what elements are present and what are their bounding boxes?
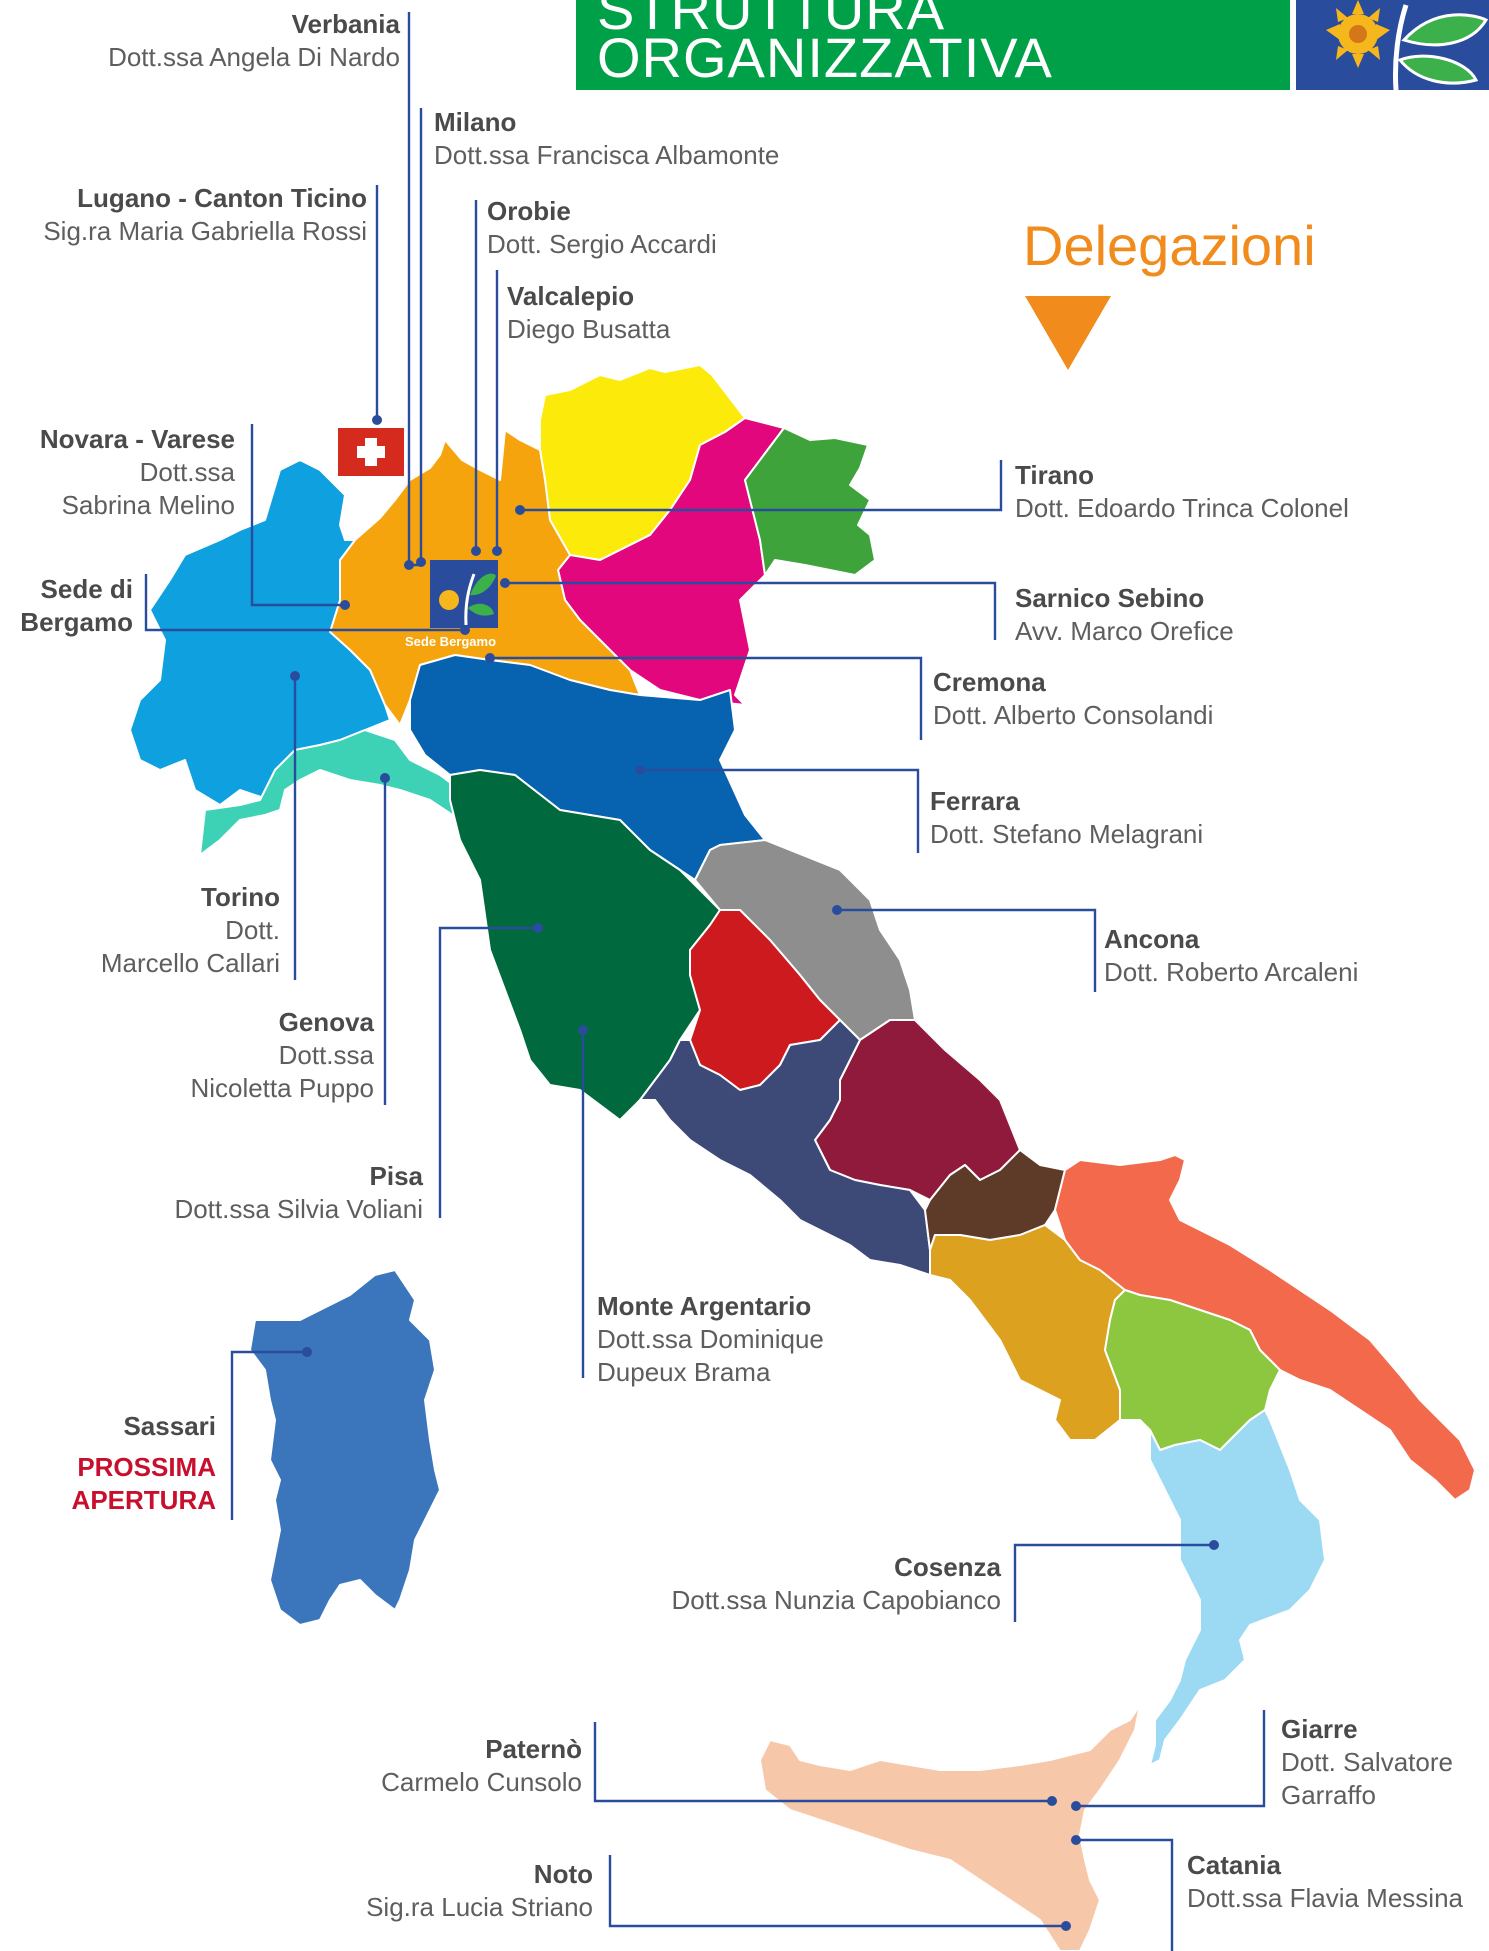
delegation-ancona: Ancona Dott. Roberto Arcaleni — [1104, 923, 1358, 989]
city-label: Cremona — [933, 667, 1046, 697]
region-friuli — [744, 427, 876, 576]
person-label: Nicoletta Puppo — [190, 1073, 374, 1103]
status-label: APERTURA — [71, 1485, 216, 1515]
swiss-flag-icon — [338, 428, 404, 476]
delegation-ferrara: Ferrara Dott. Stefano Melagrani — [930, 785, 1203, 851]
person-label: Dott. Alberto Consolandi — [933, 700, 1214, 730]
delegation-lugano: Lugano - Canton Ticino Sig.ra Maria Gabr… — [43, 182, 367, 248]
person-label: Sig.ra Maria Gabriella Rossi — [43, 216, 367, 246]
person-label: Dott.ssa — [139, 457, 235, 487]
delegation-noto: Noto Sig.ra Lucia Striano — [366, 1858, 593, 1924]
person-label: Dott. Sergio Accardi — [487, 229, 717, 259]
person-label: Garraffo — [1281, 1780, 1376, 1810]
person-label: Dott.ssa Francisca Albamonte — [434, 140, 780, 170]
delegation-catania: Catania Dott.ssa Flavia Messina — [1187, 1849, 1463, 1915]
person-label: Dott.ssa Dominique — [597, 1324, 824, 1354]
person-label: Dott.ssa Flavia Messina — [1187, 1883, 1463, 1913]
delegation-giarre: Giarre Dott. Salvatore Garraffo — [1281, 1713, 1453, 1812]
delegation-torino: Torino Dott. Marcello Callari — [101, 881, 280, 980]
person-label: Dott. Salvatore — [1281, 1747, 1453, 1777]
status-label: PROSSIMA — [77, 1452, 216, 1482]
person-label: Avv. Marco Orefice — [1015, 616, 1234, 646]
delegation-sede-bergamo: Sede di Bergamo — [20, 573, 133, 639]
city-label: Giarre — [1281, 1714, 1358, 1744]
headquarters-marker-label: Sede Bergamo — [405, 634, 497, 649]
city-label: Lugano - Canton Ticino — [77, 183, 367, 213]
delegation-tirano: Tirano Dott. Edoardo Trinca Colonel — [1015, 459, 1349, 525]
person-label: Dott.ssa Angela Di Nardo — [108, 42, 400, 72]
person-label: Dupeux Brama — [597, 1357, 771, 1387]
header-title-line1: STRUTTURA — [597, 0, 946, 41]
delegation-cremona: Cremona Dott. Alberto Consolandi — [933, 666, 1213, 732]
city-label: Verbania — [291, 9, 400, 39]
sunflower-logo-icon — [1296, 0, 1489, 90]
city-label: Milano — [434, 107, 517, 137]
delegation-milano: Milano Dott.ssa Francisca Albamonte — [434, 106, 779, 172]
person-label: Marcello Callari — [100, 948, 280, 978]
person-label: Sabrina Melino — [61, 490, 235, 520]
person-label: Sig.ra Lucia Striano — [366, 1892, 593, 1922]
delegation-novara-varese: Novara - Varese Dott.ssa Sabrina Melino — [40, 423, 235, 522]
city-label: Ferrara — [930, 786, 1020, 816]
city-label: Tirano — [1015, 460, 1094, 490]
delegation-genova: Genova Dott.ssa Nicoletta Puppo — [190, 1006, 374, 1105]
section-title: Delegazioni — [1023, 214, 1316, 277]
city-label: Orobie — [487, 196, 571, 226]
city-label: Novara - Varese — [39, 424, 235, 454]
delegation-verbania: Verbania Dott.ssa Angela Di Nardo — [108, 8, 400, 74]
city-label: Valcalepio — [507, 281, 635, 311]
delegation-pisa: Pisa Dott.ssa Silvia Voliani — [174, 1160, 423, 1226]
city-label: Sassari — [123, 1411, 216, 1441]
city-label: Pisa — [369, 1161, 424, 1191]
city-label: Monte Argentario — [597, 1291, 812, 1321]
delegation-cosenza: Cosenza Dott.ssa Nunzia Capobianco — [671, 1551, 1001, 1617]
person-label: Dott.ssa Nunzia Capobianco — [671, 1585, 1001, 1615]
city-label: Bergamo — [20, 607, 133, 637]
down-triangle-icon — [1025, 296, 1111, 370]
city-label: Genova — [278, 1007, 374, 1037]
bergamo-logo-icon — [430, 560, 498, 628]
person-label: Dott. — [225, 915, 280, 945]
region-calabria — [1149, 1409, 1326, 1766]
city-label: Cosenza — [894, 1552, 1001, 1582]
delegation-valcalepio: Valcalepio Diego Busatta — [507, 280, 670, 346]
header-bar — [576, 0, 1290, 90]
person-label: Carmelo Cunsolo — [381, 1767, 582, 1797]
person-label: Diego Busatta — [507, 314, 671, 344]
city-label: Sarnico Sebino — [1015, 583, 1205, 613]
city-label: Noto — [533, 1859, 593, 1889]
city-label: Torino — [201, 882, 280, 912]
region-lazio — [639, 1019, 931, 1276]
person-label: Dott. Roberto Arcaleni — [1104, 957, 1359, 987]
region-sicilia — [759, 1704, 1141, 1951]
header-title-line2: ORGANIZZATIVA — [597, 26, 1053, 89]
delegation-orobie: Orobie Dott. Sergio Accardi — [487, 195, 717, 261]
delegation-sassari: Sassari PROSSIMA APERTURA — [72, 1410, 216, 1517]
city-label: Paternò — [485, 1734, 582, 1764]
city-label: Sede di — [40, 574, 133, 604]
person-label: Dott.ssa — [278, 1040, 374, 1070]
delegation-sarnico-sebino: Sarnico Sebino Avv. Marco Orefice — [1015, 582, 1234, 648]
delegation-paterno: Paternò Carmelo Cunsolo — [381, 1733, 582, 1799]
person-label: Dott. Stefano Melagrani — [930, 819, 1204, 849]
region-sardegna — [249, 1269, 441, 1626]
city-label: Ancona — [1104, 924, 1200, 954]
delegation-monte-argentario: Monte Argentario Dott.ssa Dominique Dupe… — [597, 1290, 824, 1389]
person-label: Dott.ssa Silvia Voliani — [174, 1194, 423, 1224]
person-label: Dott. Edoardo Trinca Colonel — [1015, 493, 1349, 523]
city-label: Catania — [1187, 1850, 1281, 1880]
